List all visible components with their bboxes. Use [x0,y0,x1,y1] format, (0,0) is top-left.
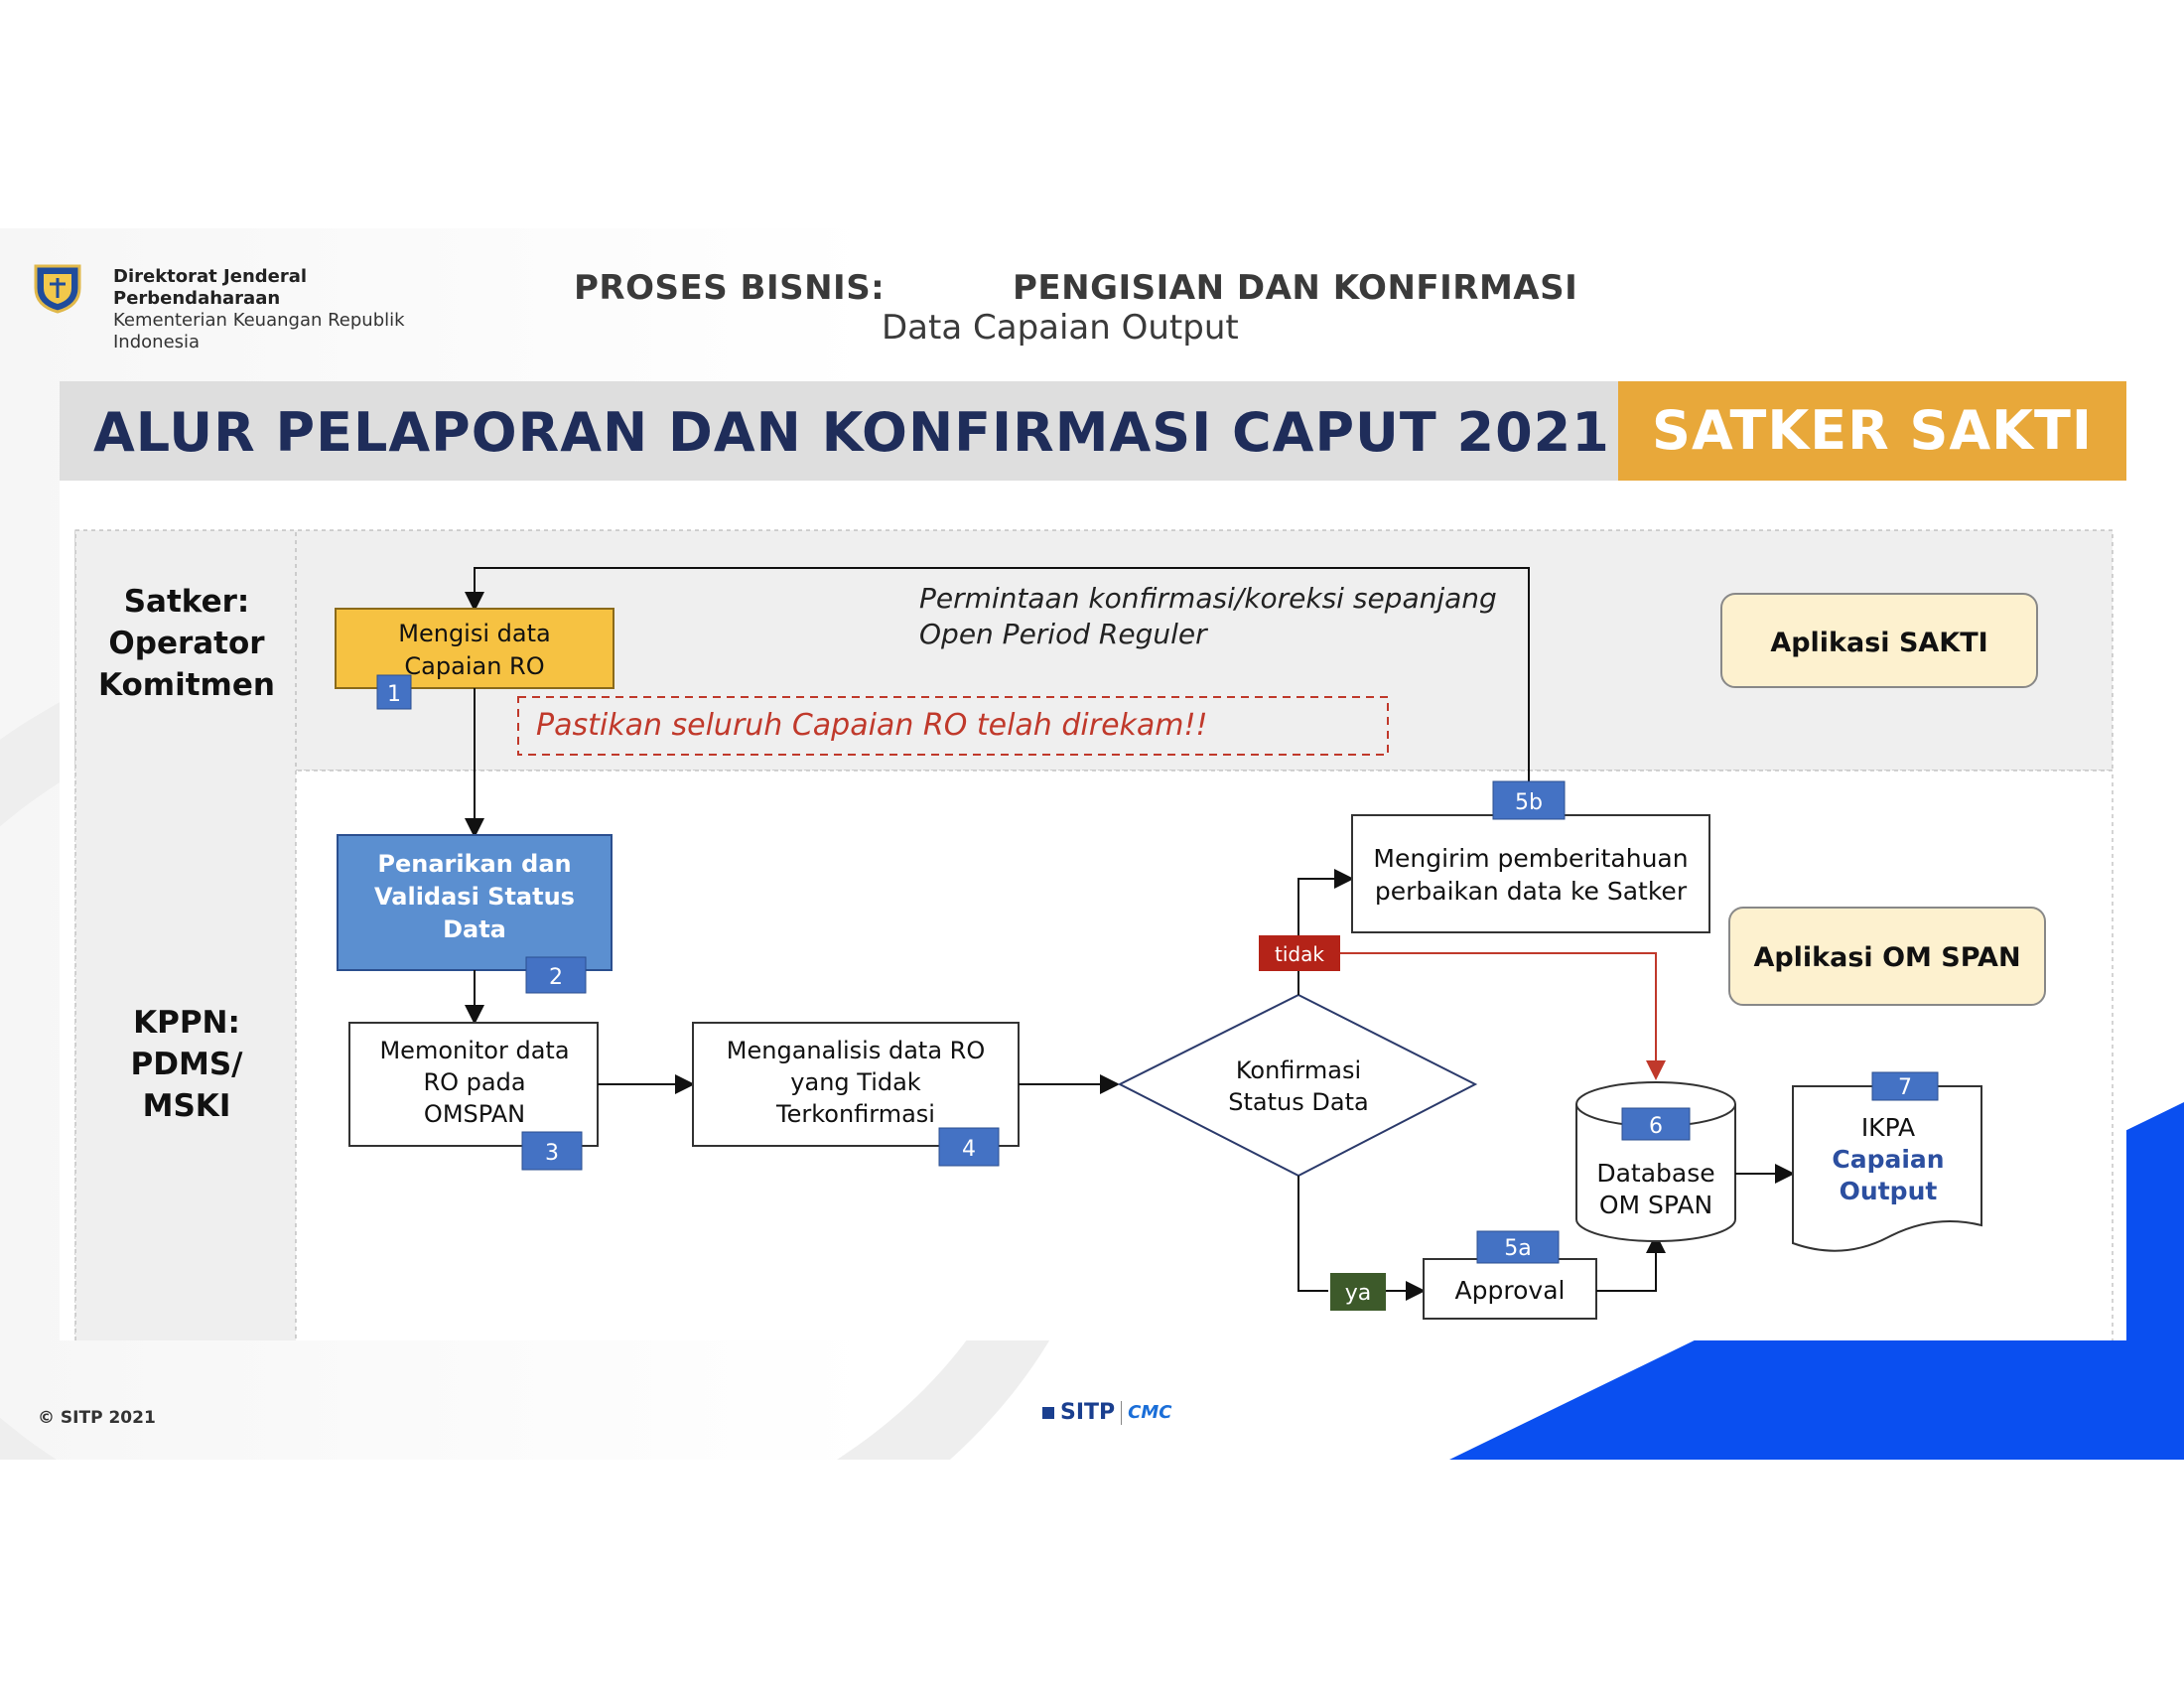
page-title-part2: PENGISIAN DAN KONFIRMASI [1013,268,1578,308]
node-4-line1: Menganalisis data RO [727,1037,985,1064]
node-3-line3: OMSPAN [424,1100,525,1128]
satker-tag: SATKER SAKTI [1618,381,2126,481]
badge-1 [376,674,412,710]
badge-3-label: 3 [545,1141,559,1166]
connector-decision-down [1297,1176,1328,1292]
note-request-line1: Permintaan konfirmasi/koreksi sepanjang [919,582,1497,615]
node-3-line1: Memonitor data [379,1037,569,1064]
badge-5a-label: 5a [1504,1236,1531,1261]
decision-line1: Konfirmasi [1236,1056,1361,1084]
app-sakti-box [1720,593,2038,688]
badge-2-label: 2 [549,965,563,990]
warning-box [517,696,1389,756]
connector-tidak-to-db [1340,952,1666,1080]
tidak-label-box [1259,935,1340,971]
node-6-cylinder [1575,1104,1736,1242]
node-4-box [692,1022,1020,1147]
badge-4 [938,1127,1000,1167]
satker-tag-label: SATKER SAKTI [1652,399,2093,462]
node-4-line3: Terkonfirmasi [775,1100,935,1128]
badge-5a [1476,1230,1560,1264]
lane-kppn-line3: MSKI [143,1088,231,1124]
node-3-box [348,1022,599,1147]
decision-line2: Status Data [1228,1088,1368,1116]
node-1-line2: Capaian RO [404,652,544,680]
node-7-line3: Output [1840,1177,1938,1205]
badge-7 [1871,1071,1939,1101]
node-5b-box [1351,814,1710,933]
app-omspan-label: Aplikasi OM SPAN [1753,942,2020,973]
warning-text: Pastikan seluruh Capaian RO telah direka… [536,708,1208,743]
badge-5b [1492,780,1566,820]
node-5a-line1: Approval [1455,1276,1566,1305]
node-2-line2: Validasi Status [374,883,575,911]
node-5a-box [1423,1258,1597,1320]
node-3-line2: RO pada [423,1068,525,1096]
badge-1-label: 1 [387,682,401,707]
ya-label: ya [1345,1281,1372,1306]
node-1-line1: Mengisi data [398,620,550,647]
tidak-label: tidak [1275,942,1324,966]
org-name-line2: Perbendaharaan [113,288,281,309]
connector-5a-to-db [1596,1233,1666,1292]
badge-4-label: 4 [962,1137,976,1162]
banner-title: ALUR PELAPORAN DAN KONFIRMASI CAPUT 2021 [93,401,1610,464]
page-title-part1: PROSES BISNIS: [574,268,886,308]
lane-satker-line2: Operator [108,626,265,661]
node-2-line3: Data [443,915,506,943]
badge-5b-label: 5b [1515,790,1543,815]
kemenkeu-logo-icon [34,264,81,314]
node-2-line1: Penarikan dan [377,850,571,878]
org-name: Direktorat Jenderal Perbendaharaan Kemen… [113,266,405,353]
flow-panel: ALUR PELAPORAN DAN KONFIRMASI CAPUT 2021… [60,381,2126,1340]
footer-logo-divider [1121,1400,1123,1425]
footer-logo-sitp: SITP [1060,1400,1116,1425]
badge-6 [1621,1107,1691,1141]
node-7-document [1792,1085,1982,1252]
node-7-line2: Capaian [1832,1145,1944,1174]
org-sub-line1: Kementerian Keuangan Republik [113,310,405,331]
lane-satker-line1: Satker: [124,584,250,620]
flowchart: Satker: Operator Komitmen KPPN: PDMS/ MS… [74,529,2114,1340]
slide: Direktorat Jenderal Perbendaharaan Kemen… [0,228,2184,1460]
footer-copyright: © SITP 2021 [38,1408,156,1428]
connector-5b-to-1 [465,567,1530,798]
org-name-line1: Direktorat Jenderal [113,266,308,287]
sitp-logo-icon [1042,1406,1054,1419]
footer-logo: SITP CMC [1042,1400,1172,1425]
node-4-line2: yang Tidak [790,1068,921,1096]
node-5b-line2: perbaikan data ke Satker [1375,877,1688,906]
node-6-line1: Database [1596,1159,1714,1188]
ya-label-box [1330,1273,1386,1311]
banner: ALUR PELAPORAN DAN KONFIRMASI CAPUT 2021 [60,381,1618,481]
app-sakti-label: Aplikasi SAKTI [1770,628,1987,658]
badge-3 [521,1131,583,1171]
badge-7-label: 7 [1898,1075,1912,1100]
org-sub-line2: Indonesia [113,332,201,352]
badge-6-label: 6 [1649,1114,1663,1139]
page-subtitle: Data Capaian Output [882,308,1239,348]
footer-logo-cmc: CMC [1128,1402,1172,1423]
lane-satker-line3: Komitmen [98,667,275,703]
lane-kppn-line1: KPPN: [133,1005,240,1041]
lane-label-col [74,529,297,1340]
node-5b-line1: Mengirim pemberitahuan [1373,844,1688,873]
badge-2 [525,956,587,994]
lane-kppn-line2: PDMS/ [131,1047,244,1082]
note-request-line2: Open Period Reguler [919,618,1208,650]
connector-tidak-to-5b [1297,869,1354,935]
node-7-line1: IKPA [1861,1113,1915,1142]
app-omspan-box [1728,907,2046,1006]
node-6-line2: OM SPAN [1599,1191,1712,1219]
